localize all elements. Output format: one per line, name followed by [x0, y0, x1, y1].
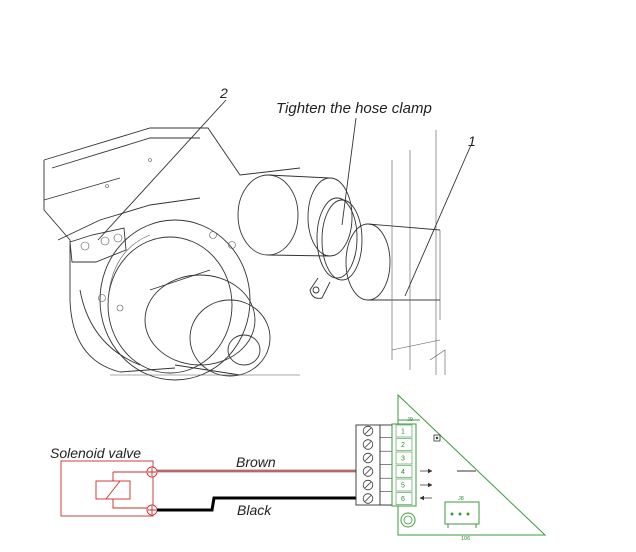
pcb-pin-number: 5: [401, 483, 405, 490]
wires: [157, 469, 360, 512]
pcb-pin-pad: [395, 492, 413, 505]
terminal-screw-slot: [364, 427, 372, 435]
terminal-screw-slot: [364, 481, 372, 489]
pcb-connector-label: J8: [458, 496, 464, 502]
pcb-pin-number: 1: [401, 429, 405, 436]
pcb-pin-number: 3: [401, 456, 405, 463]
callout-2-label: 2: [219, 85, 228, 101]
pcb-pin-pad: [395, 478, 413, 492]
wire-black-label: Black: [237, 502, 272, 518]
terminal-screw-slot: [364, 454, 372, 462]
pcb-pin-number: 6: [401, 496, 405, 503]
callout-leaders: [97, 99, 472, 297]
pcb-pin-number: 2: [401, 442, 405, 449]
terminal-screw-slot: [364, 468, 372, 475]
pcb-header-label: J9: [407, 417, 413, 423]
wire-brown-label: Brown: [236, 454, 276, 470]
instruction-label: Tighten the hose clamp: [276, 100, 432, 117]
pcb-pin-pad: [395, 424, 413, 438]
solenoid-valve-label: Solenoid valve: [50, 445, 141, 461]
callout-1-label: 1: [468, 133, 476, 149]
solenoid-valve: [60, 460, 158, 517]
terminal-block: [355, 424, 395, 506]
pcb-bottom-label: 106: [461, 536, 470, 542]
pcb-pin-pad: [395, 465, 413, 478]
burner-assembly-drawing: [43, 127, 446, 381]
pcb-board: 1 2 3 4 5 6: [391, 393, 547, 536]
pcb-pin-pad: [395, 451, 413, 465]
terminal-screw-slot: [364, 441, 372, 448]
pcb-pin-number: 4: [401, 469, 405, 476]
pcb-pin-pad: [395, 438, 413, 451]
terminal-screw-slot: [364, 495, 372, 502]
